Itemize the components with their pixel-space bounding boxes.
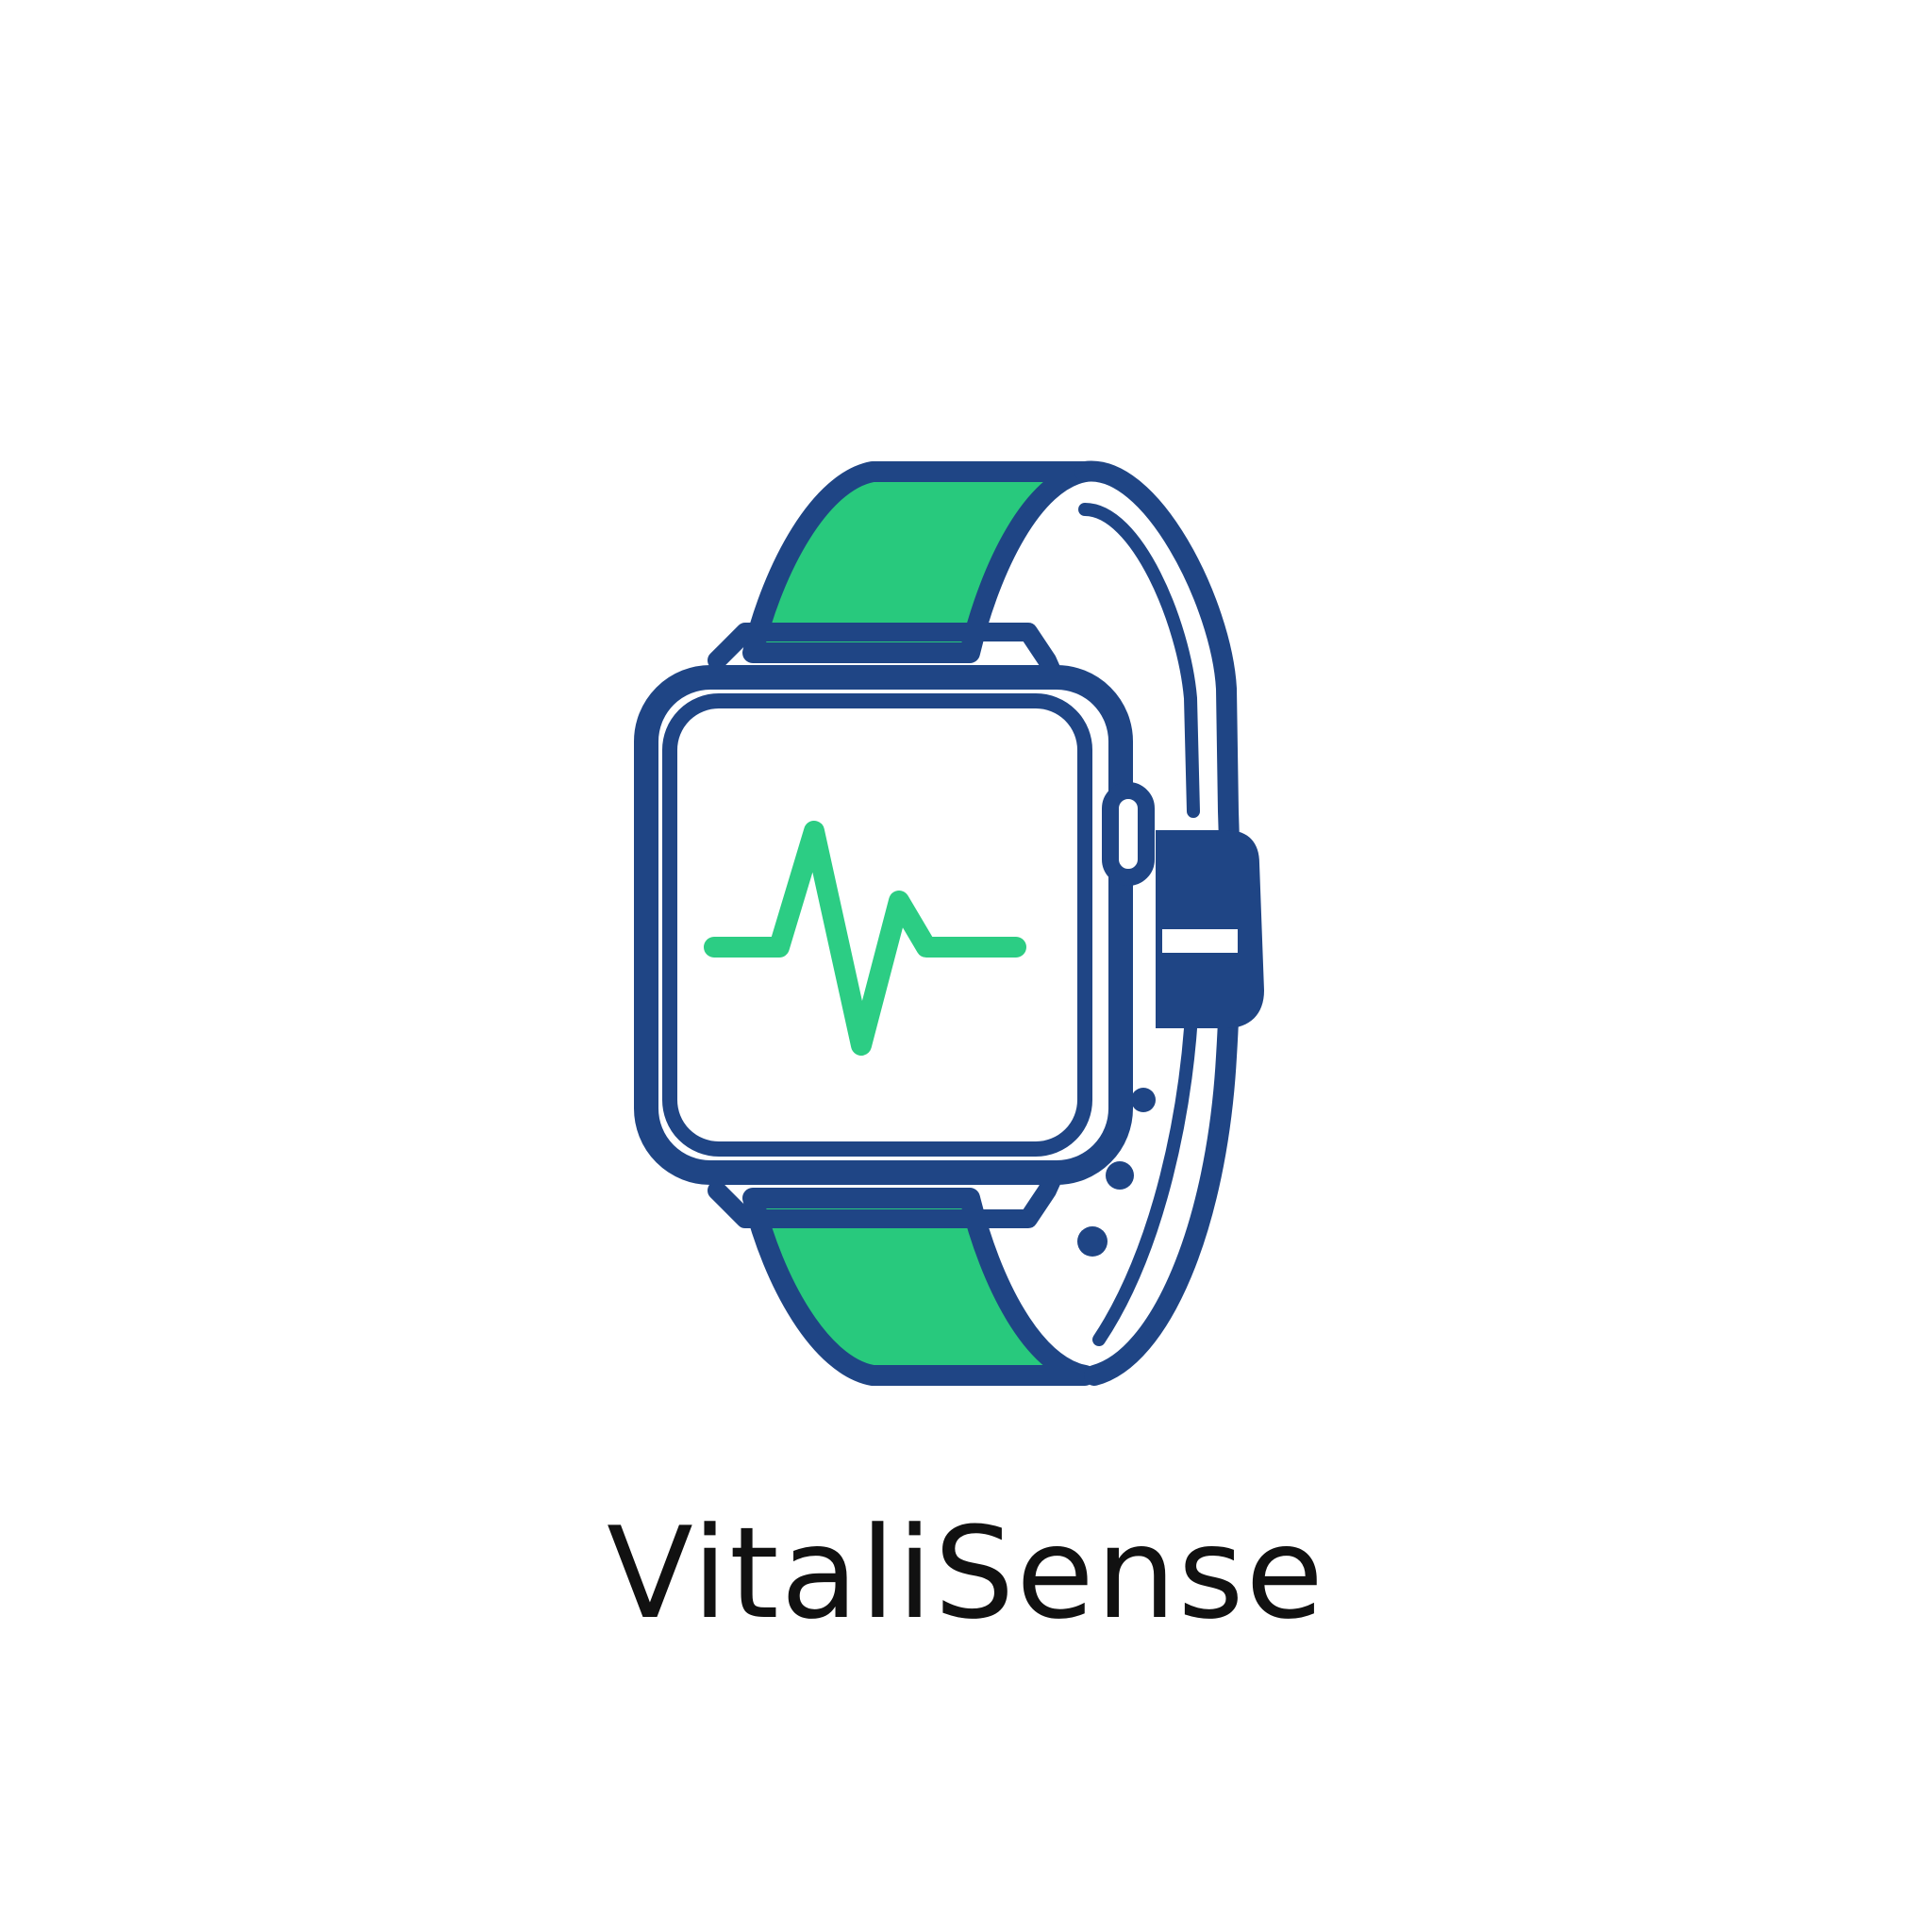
watch-screen <box>662 693 1092 1157</box>
strap-hole <box>1106 1161 1134 1190</box>
strap-hole <box>1131 1088 1156 1112</box>
strap-hole <box>1077 1226 1108 1257</box>
brand-name: VitaliSense <box>607 1500 1325 1647</box>
heartbeat-line <box>704 821 1026 1056</box>
watch-crown <box>1102 782 1155 886</box>
